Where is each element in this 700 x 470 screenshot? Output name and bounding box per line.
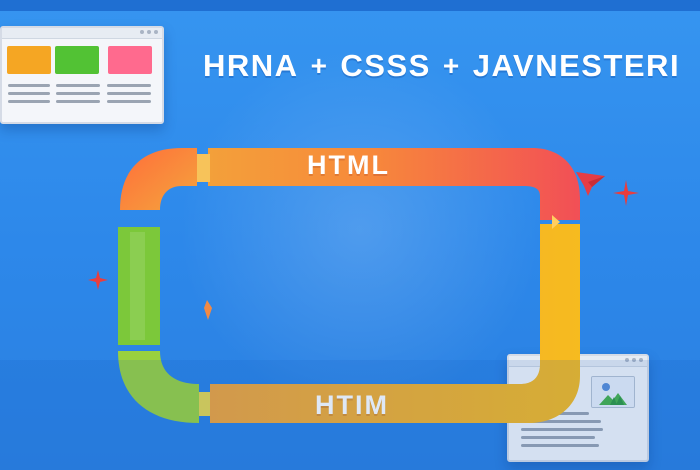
text-line bbox=[521, 420, 601, 423]
browser-dot bbox=[147, 30, 151, 34]
connector-top-right bbox=[552, 215, 560, 229]
headline: HRNA + CSSS + JAVNESTERI bbox=[203, 48, 693, 84]
headline-part-3: JAVNESTERI bbox=[472, 48, 681, 83]
loop-top-right-corner bbox=[208, 148, 580, 220]
pink-swatch bbox=[108, 46, 152, 74]
text-line bbox=[8, 100, 50, 103]
headline-plus-1: + bbox=[310, 50, 329, 81]
image-icon bbox=[591, 376, 635, 408]
headline-part-2: CSSS bbox=[340, 48, 431, 83]
browser-dot bbox=[632, 358, 636, 362]
headline-plus-2: + bbox=[442, 50, 461, 81]
browser-toolbar-left bbox=[2, 28, 162, 39]
browser-dot bbox=[625, 358, 629, 362]
browser-card-right bbox=[507, 354, 649, 462]
text-line bbox=[56, 92, 100, 95]
browser-toolbar-right bbox=[509, 356, 647, 367]
loop-left-segment bbox=[118, 227, 160, 345]
text-line bbox=[107, 84, 151, 87]
html-label-bottom: HTIM bbox=[315, 390, 389, 420]
text-line bbox=[521, 436, 595, 439]
headline-part-1: HRNA bbox=[203, 48, 299, 83]
connector-bottom-left bbox=[199, 392, 210, 416]
text-line bbox=[8, 84, 50, 87]
paper-plane-icon bbox=[576, 172, 605, 196]
browser-dots-left bbox=[140, 30, 158, 34]
sparkle-right-icon bbox=[613, 180, 639, 206]
browser-card-left bbox=[0, 26, 164, 124]
text-line bbox=[8, 92, 50, 95]
browser-dots-right bbox=[625, 358, 643, 362]
browser-dot bbox=[154, 30, 158, 34]
orange-shard-icon bbox=[204, 300, 212, 320]
html-label-top: HTML bbox=[307, 150, 390, 180]
text-line bbox=[56, 84, 100, 87]
orange-swatch bbox=[7, 46, 51, 74]
text-line bbox=[56, 100, 100, 103]
text-line bbox=[521, 444, 599, 447]
sparkle-left-icon bbox=[88, 270, 108, 290]
loop-bottom-segment bbox=[210, 224, 580, 423]
paper-plane-fold bbox=[588, 176, 605, 187]
loop-top-left-corner bbox=[120, 148, 197, 210]
text-line bbox=[521, 412, 589, 415]
green-swatch bbox=[55, 46, 99, 74]
text-line bbox=[107, 92, 151, 95]
browser-dot bbox=[140, 30, 144, 34]
text-line bbox=[107, 100, 151, 103]
text-line bbox=[521, 428, 603, 431]
loop-left-highlight bbox=[130, 232, 145, 340]
browser-dot bbox=[639, 358, 643, 362]
loop-left-bottom-corner bbox=[118, 351, 199, 423]
connector-top-left bbox=[197, 154, 210, 182]
